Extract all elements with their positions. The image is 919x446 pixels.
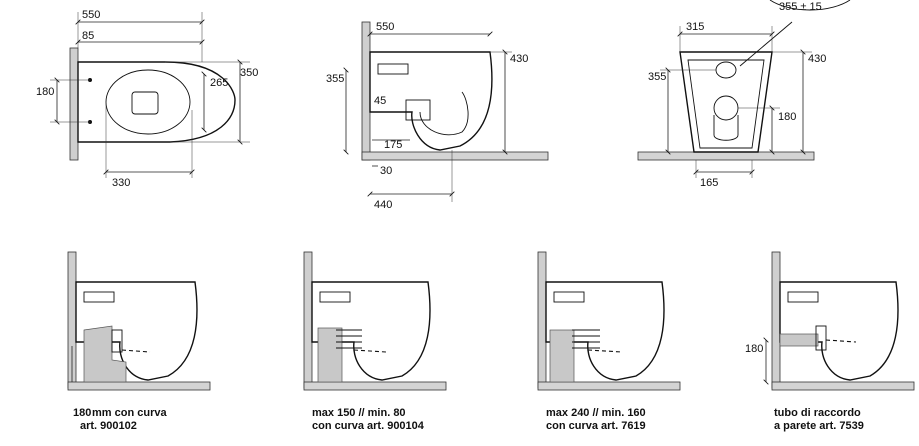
dim-label: 430 (510, 53, 528, 65)
wall (303, 251, 313, 389)
bowl-outline (75, 281, 198, 381)
callout-leader (739, 21, 793, 67)
wall (537, 251, 547, 389)
outlet (405, 99, 431, 121)
axis (353, 349, 387, 353)
trap (419, 91, 469, 136)
dim-label: 175 (384, 139, 402, 151)
dim-label: 355 (326, 73, 344, 85)
dim-label: 330 (112, 177, 130, 189)
install-option-3 (537, 251, 681, 391)
drain-bend (317, 327, 343, 383)
bowl-outline (779, 281, 899, 381)
floor (361, 151, 549, 161)
drain-outlet (131, 91, 159, 115)
inlet (553, 291, 585, 303)
inlet (319, 291, 351, 303)
caption-line: art. 900102 (80, 420, 137, 432)
dim-label: 265 (210, 77, 228, 89)
dim-label: 315 (686, 21, 704, 33)
bowl-outline (545, 281, 665, 381)
install-dim: 180 (73, 407, 91, 419)
caption-line: a parete art. 7539 (774, 420, 864, 432)
inlet (377, 63, 409, 75)
bowl-outline (311, 281, 431, 381)
wall (771, 251, 781, 389)
floor (771, 381, 915, 391)
corrugated-pipe (572, 329, 600, 349)
dim-label: 350 (240, 67, 258, 79)
caption-line: max 240 // min. 160 (546, 407, 646, 419)
dim-label: 30 (380, 165, 392, 177)
install-option-4: 180 (745, 251, 915, 391)
install-option-2 (303, 251, 447, 391)
dim-label: 440 (374, 199, 392, 211)
pipe-collar (815, 325, 827, 351)
floor (537, 381, 681, 391)
dim-label: 550 (376, 21, 394, 33)
inner-outline (687, 59, 765, 149)
floor (303, 381, 447, 391)
corrugated-pipe (336, 329, 362, 349)
dim-label: 355 (648, 71, 666, 83)
drain-bend (83, 325, 127, 383)
side-view: 550 430 355 45 175 30 440 (326, 21, 549, 211)
axis (587, 349, 623, 353)
connection-pipe (779, 333, 819, 347)
caption-option-1: mm con curva (92, 407, 167, 420)
bowl-outline (77, 61, 236, 143)
caption-line: con curva art. 7619 (546, 420, 646, 432)
dim-label: 550 (82, 9, 100, 21)
install-option-1 (67, 251, 211, 391)
bowl-outline (369, 51, 493, 151)
callout-label: 355 ± 15 (779, 1, 822, 13)
caption-line: tubo di raccordo (774, 407, 861, 419)
caption-line: con curva art. 900104 (312, 420, 424, 432)
pipe-collar (111, 329, 123, 353)
wall (69, 47, 79, 161)
floor (67, 381, 211, 391)
top-view: 550 85 350 265 180 330 (36, 9, 258, 189)
install-dim: 180 (745, 343, 763, 355)
drain-bend (549, 329, 575, 383)
dim-label: 180 (778, 111, 796, 123)
axis (825, 339, 857, 343)
caption-option-1b: art. 900102 (80, 420, 137, 433)
dim-label: 430 (808, 53, 826, 65)
outlet-pipe (713, 115, 739, 141)
callout-circle (769, 0, 851, 11)
dim-label: 45 (374, 95, 386, 107)
inlet (787, 291, 819, 303)
front-view: 355 ± 15 315 430 355 180 165 (637, 0, 851, 189)
bowl-front (679, 51, 773, 153)
axis (121, 349, 151, 353)
floor (637, 151, 815, 161)
wall (361, 21, 371, 161)
inlet (83, 291, 115, 303)
dim-label: 180 (36, 86, 54, 98)
caption-line: mm con curva (92, 407, 167, 419)
dim-label: 165 (700, 177, 718, 189)
caption-line: max 150 // min. 80 (312, 407, 406, 419)
dim-label: 85 (82, 30, 94, 42)
